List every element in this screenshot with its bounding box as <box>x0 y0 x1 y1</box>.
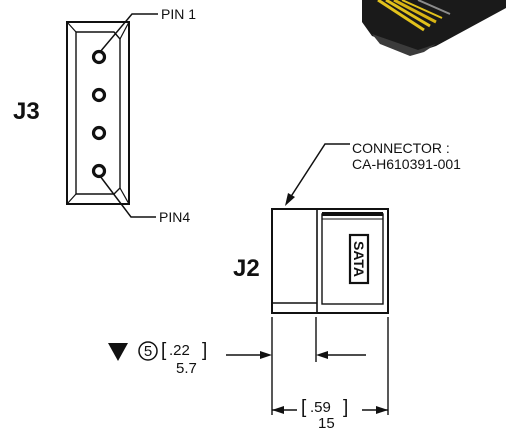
svg-text:SATA: SATA <box>351 241 367 277</box>
dim-small-bracket-left: [ <box>161 340 167 361</box>
note-balloon <box>138 341 158 361</box>
pin4-leader-line <box>99 175 156 218</box>
dim-small-arrow-right <box>316 351 328 359</box>
j2-connector <box>271 208 389 314</box>
dim-width-bracket-left: [ <box>301 397 307 418</box>
j3-reference-label: J3 <box>13 98 40 125</box>
j2-reference-label: J2 <box>233 255 260 282</box>
dim-width-arrow-left <box>272 406 284 414</box>
dim-width-arrow-right <box>376 406 388 414</box>
connector-leader-line <box>289 143 350 199</box>
dim-small-arrow-left <box>260 351 272 359</box>
pin4-label: PIN4 <box>159 209 190 225</box>
j3-connector <box>66 21 130 205</box>
pin1-label: PIN 1 <box>161 6 196 22</box>
dim-width-mm: 15 <box>318 415 335 430</box>
sata-badge: SATA <box>348 233 370 285</box>
j3-pin-2 <box>91 87 107 103</box>
dim-small-bracket-right: ] <box>202 340 207 361</box>
dim-small-inches: .22 <box>169 342 190 359</box>
j3-pin-4 <box>91 163 107 179</box>
connector-leader-arrowhead <box>285 193 295 206</box>
surface-symbol-triangle <box>108 343 128 361</box>
j3-pin-1 <box>91 49 107 65</box>
pin1-leader-line <box>99 13 158 53</box>
dim-width-inches: .59 <box>310 399 331 416</box>
cable-connector-photo <box>362 0 506 56</box>
dim-width-bracket-right: ] <box>343 397 348 418</box>
j3-pin-3 <box>91 125 107 141</box>
connector-label-line1: CONNECTOR : <box>352 140 450 156</box>
dim-small-mm: 5.7 <box>176 360 197 377</box>
connector-label-line2: CA-H610391-001 <box>352 156 461 172</box>
note-balloon-number: 5 <box>144 343 152 360</box>
